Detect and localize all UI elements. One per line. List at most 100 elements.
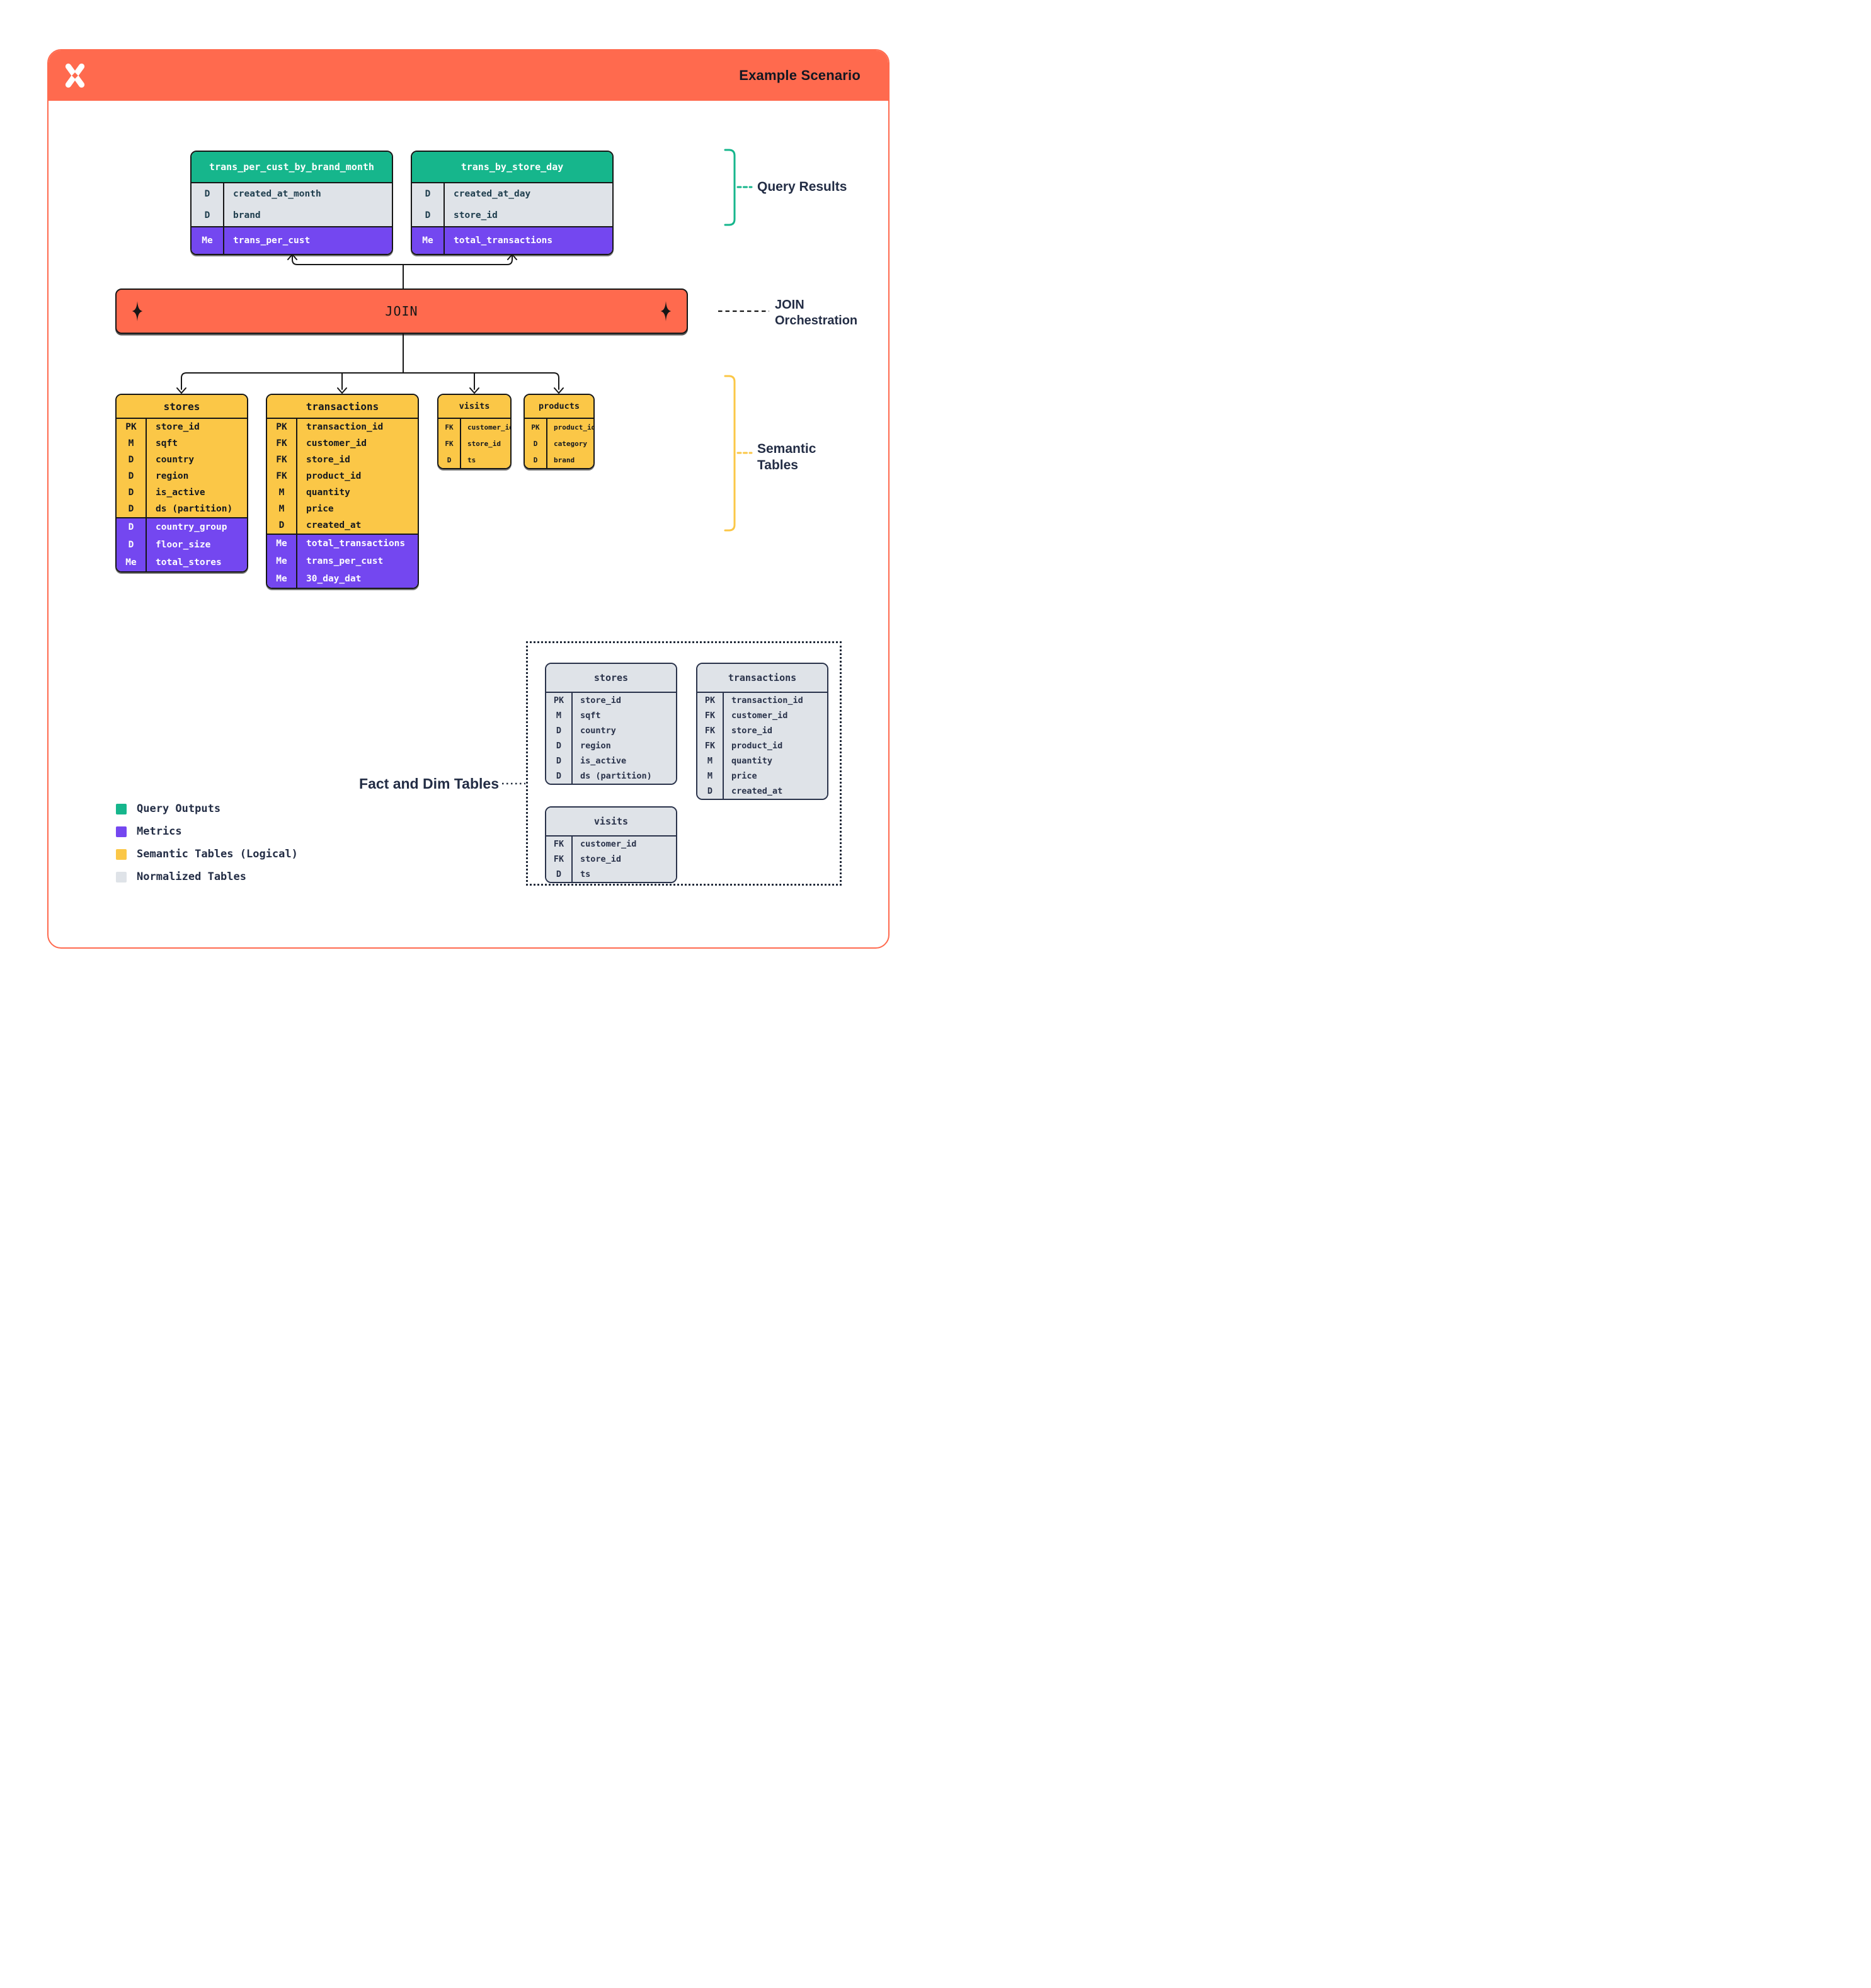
column-name: store_id <box>731 726 773 736</box>
column-key: M <box>697 768 724 784</box>
column-name: is_active <box>580 756 627 766</box>
annotation-join-orchestration: JOIN Orchestration <box>775 297 857 329</box>
column-name: country <box>156 455 195 465</box>
column-name: price <box>731 771 757 781</box>
sparkle-diamond-icon <box>132 301 143 321</box>
table-title: trans_per_cust_by_brand_month <box>192 152 392 183</box>
column-name: customer_id <box>731 711 788 721</box>
column-key: PK <box>525 419 547 435</box>
column-key: D <box>192 205 224 226</box>
table-row: Me total_transactions <box>412 227 612 254</box>
legend-swatch <box>116 848 127 860</box>
column-key: D <box>412 205 445 226</box>
column-name: ts <box>580 869 591 879</box>
column-name: trans_per_cust <box>306 556 384 566</box>
column-name: product_id <box>554 423 595 431</box>
sparkle-diamond-icon <box>660 301 672 321</box>
table-row: PK store_id <box>117 419 247 435</box>
table-row: Me trans_per_cust <box>267 552 418 570</box>
column-name: price <box>306 504 334 514</box>
table-title: transactions <box>697 664 827 693</box>
column-key: D <box>117 484 147 501</box>
column-key: Me <box>267 552 297 570</box>
column-key: Me <box>267 570 297 588</box>
column-name: store_id <box>467 439 501 448</box>
column-key: FK <box>697 708 724 723</box>
column-name: country <box>580 726 616 736</box>
column-key: Me <box>267 535 297 552</box>
column-key: Me <box>412 227 445 254</box>
column-key: FK <box>697 723 724 738</box>
column-name: created_at <box>731 786 783 796</box>
column-key: M <box>267 501 297 517</box>
fact-dim-tables-box <box>526 641 842 886</box>
column-key: PK <box>117 419 147 435</box>
column-key: M <box>117 435 147 452</box>
table-title: transactions <box>267 395 418 419</box>
metric-rows: Me total_transactions <box>412 226 612 254</box>
column-name: ds (partition) <box>580 771 652 781</box>
column-name: category <box>554 439 587 448</box>
column-name: region <box>156 471 189 481</box>
card-header: Example Scenario <box>49 50 888 101</box>
column-key: D <box>117 518 147 536</box>
annotation-fact-and-dim: Fact and Dim Tables <box>359 775 499 792</box>
column-name: brand <box>554 455 575 464</box>
column-name: total_transactions <box>454 236 553 246</box>
column-key: D <box>438 452 461 468</box>
column-name: ts <box>467 455 476 464</box>
annotation-query-results: Query Results <box>757 180 847 194</box>
table-title: stores <box>117 395 247 419</box>
column-key: FK <box>438 435 461 452</box>
table-row: FK customer_id <box>697 708 827 723</box>
column-name: 30_day_dat <box>306 574 362 584</box>
column-key: FK <box>267 468 297 484</box>
page-title: Example Scenario <box>739 67 861 83</box>
table-title: products <box>525 395 593 419</box>
table-row: FK store_id <box>697 723 827 738</box>
column-key: FK <box>546 852 573 867</box>
diagram-stage: Example Scenario <box>0 0 936 994</box>
column-name: total_stores <box>156 557 222 568</box>
legend-label: Metrics <box>137 825 182 838</box>
column-name: store_id <box>156 422 200 432</box>
column-name: total_transactions <box>306 539 406 549</box>
annotation-semantic-tables: Semantic Tables <box>757 441 816 474</box>
table-row: PK product_id <box>525 419 593 435</box>
column-key: D <box>697 784 724 799</box>
column-key: D <box>546 738 573 753</box>
join-label: JOIN <box>385 304 418 319</box>
column-name: sqft <box>156 438 178 448</box>
column-key: D <box>117 468 147 484</box>
join-orchestration-bar: JOIN <box>115 288 688 334</box>
